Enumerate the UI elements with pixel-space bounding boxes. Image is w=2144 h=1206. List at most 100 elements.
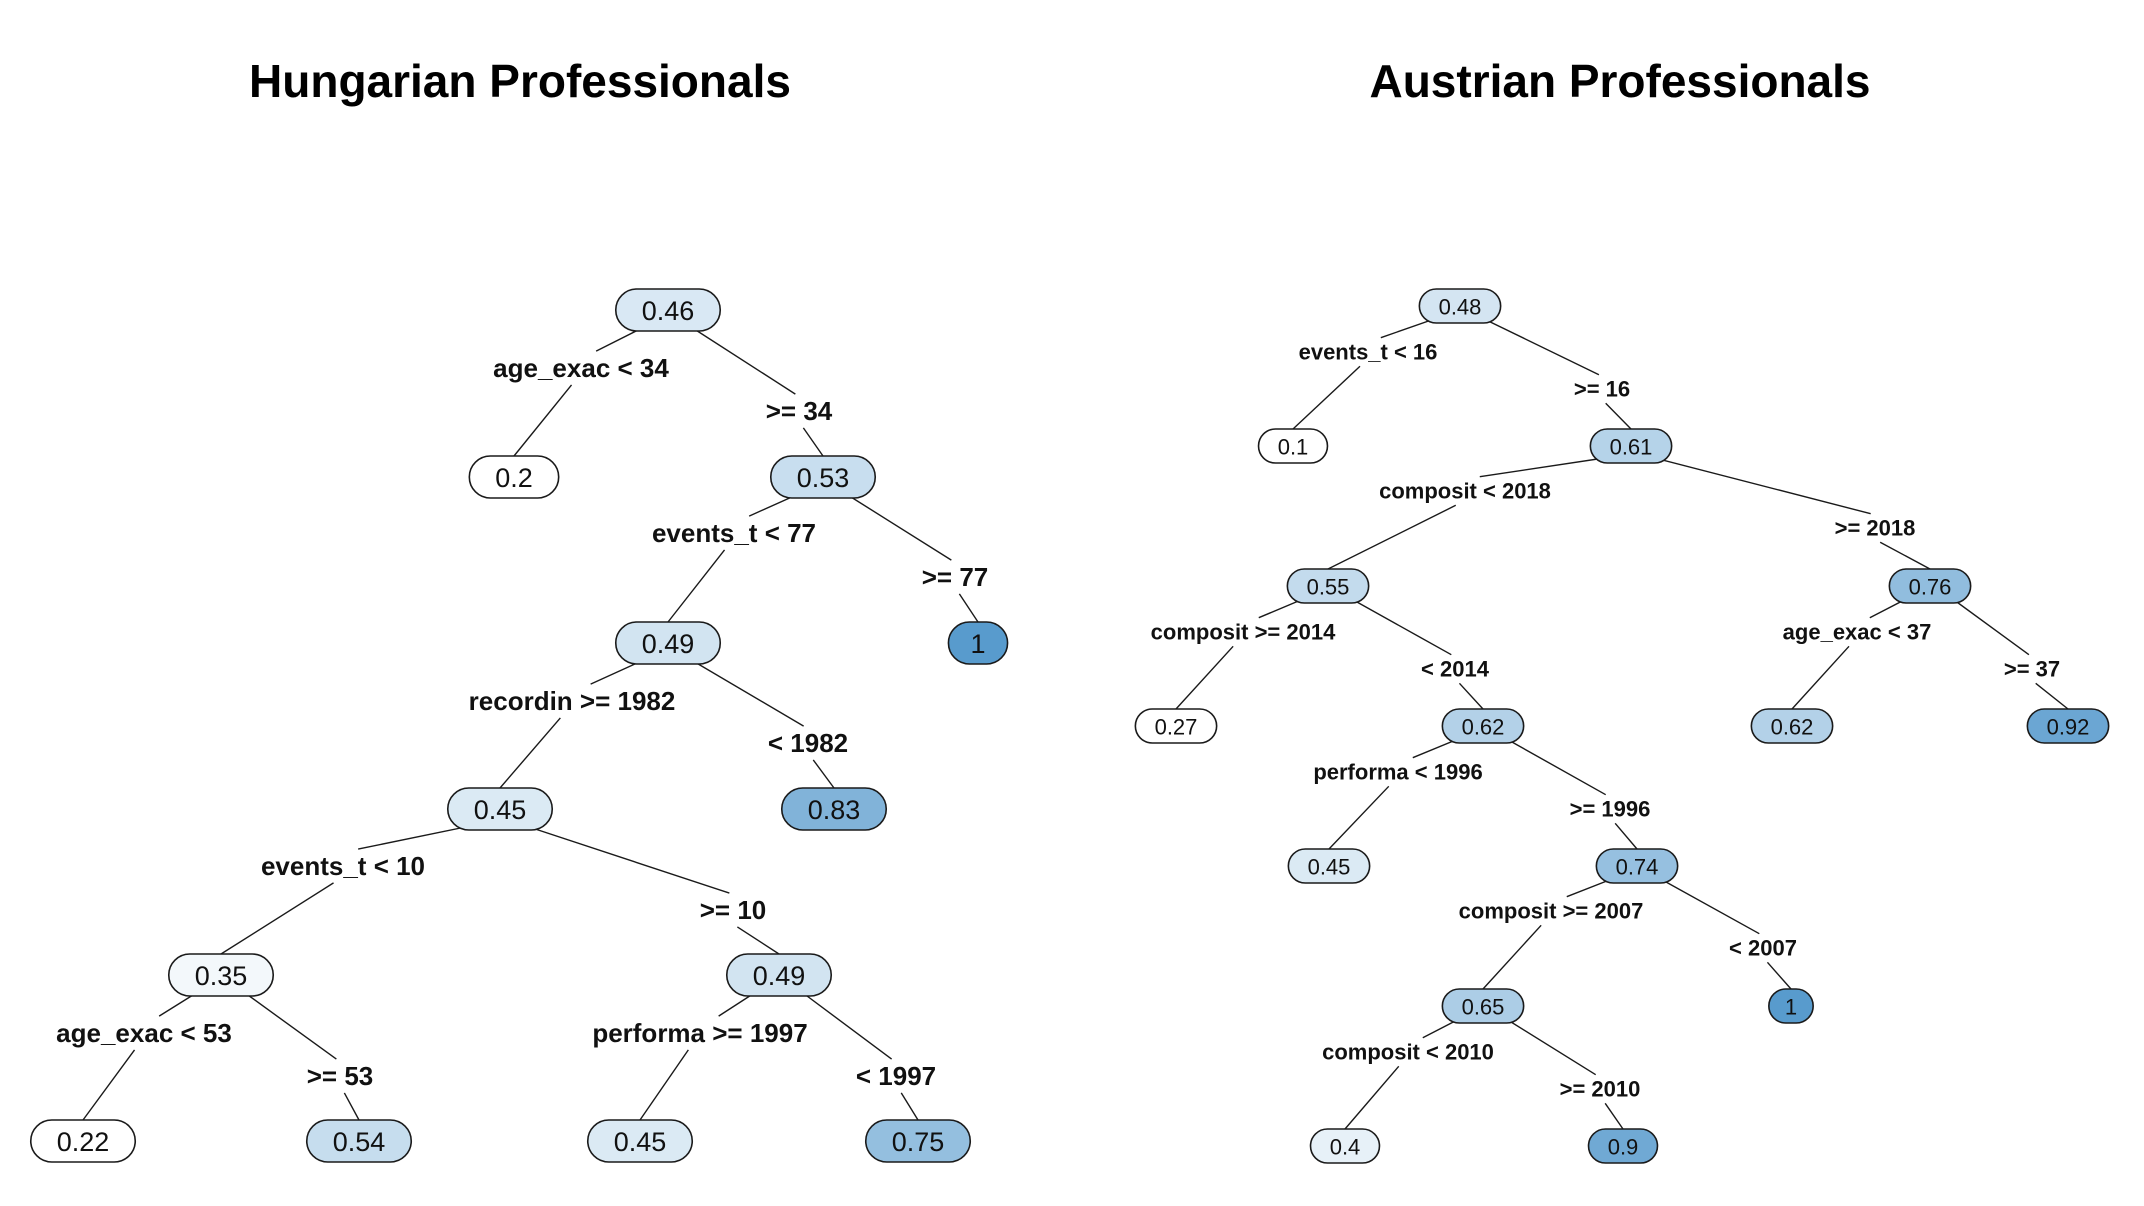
split-label: >= 34 [766, 396, 833, 426]
node-value: 0.2 [495, 463, 533, 493]
tree-node: 0.2 [468, 455, 560, 499]
tree-edge [513, 384, 573, 457]
tree-node: 0.27 [1134, 708, 1218, 744]
node-box [586, 1119, 694, 1163]
split-label: >= 77 [922, 562, 989, 592]
node-value: 0.27 [1155, 715, 1198, 740]
tree-node: 1 [947, 621, 1009, 665]
split-label: performa < 1996 [1313, 760, 1482, 785]
tree-edge [1614, 822, 1638, 850]
tree-node: 1 [1768, 988, 1814, 1024]
node-value: 0.75 [892, 1127, 945, 1157]
node-box [1589, 428, 1673, 464]
node-value: 0.45 [1308, 855, 1351, 880]
tree-edge [240, 989, 337, 1060]
tree-edge [1175, 645, 1234, 710]
node-box [1441, 708, 1525, 744]
tree-title: Austrian Professionals [1369, 55, 1870, 107]
split-label: age_exac < 37 [1783, 620, 1932, 645]
node-box [167, 953, 275, 997]
tree-node: 0.62 [1441, 708, 1525, 744]
node-box [1309, 1128, 1381, 1164]
tree-edge [1347, 596, 1452, 656]
tree-node: 0.74 [1595, 848, 1679, 884]
tree-title: Hungarian Professionals [249, 55, 791, 107]
node-value: 0.92 [2047, 715, 2090, 740]
tree-edge [82, 1049, 136, 1121]
node-value: 0.76 [1909, 575, 1952, 600]
split-label: composit < 2010 [1322, 1040, 1494, 1065]
node-box [725, 953, 833, 997]
tree-edge [343, 1092, 360, 1121]
node-value: 0.48 [1439, 295, 1482, 320]
tree-node: 0.49 [725, 953, 833, 997]
tree-edge [1327, 504, 1457, 570]
node-value: 0.49 [753, 961, 806, 991]
node-value: 0.65 [1462, 995, 1505, 1020]
split-label: >= 53 [307, 1061, 374, 1091]
tree-node: 0.45 [586, 1119, 694, 1163]
node-box [2026, 708, 2110, 744]
node-box [1888, 568, 1972, 604]
tree-node: 0.83 [780, 787, 888, 831]
node-box [1595, 848, 1679, 884]
split-label: events_t < 16 [1299, 340, 1438, 365]
split-label: composit >= 2007 [1459, 899, 1644, 924]
tree-edge [1479, 316, 1600, 376]
tree-edge [900, 1092, 919, 1121]
node-box [1768, 988, 1814, 1024]
tree-edge [1879, 541, 1931, 570]
tree-edge [499, 717, 561, 789]
node-value: 0.4 [1330, 1135, 1361, 1160]
split-label: performa >= 1997 [592, 1018, 807, 1048]
tree-edge [1656, 876, 1760, 935]
tree-node: 0.65 [1441, 988, 1525, 1024]
node-value: 0.9 [1608, 1135, 1639, 1160]
tree-node: 0.22 [29, 1119, 137, 1163]
tree-node: 0.54 [305, 1119, 413, 1163]
tree-edge [687, 324, 796, 395]
split-label: events_t < 77 [652, 518, 816, 548]
tree-edge [687, 657, 804, 727]
split-label: >= 2018 [1835, 516, 1916, 541]
tree-node: 0.53 [769, 455, 877, 499]
tree-node: 0.62 [1750, 708, 1834, 744]
node-value: 0.54 [333, 1127, 386, 1157]
node-box [864, 1119, 972, 1163]
node-value: 0.61 [1610, 435, 1653, 460]
tree-node: 0.9 [1587, 1128, 1659, 1164]
node-value: 0.55 [1307, 575, 1350, 600]
tree-edge [1328, 785, 1390, 850]
tree-edge [639, 1049, 689, 1121]
node-value: 0.49 [642, 629, 695, 659]
node-value: 0.53 [797, 463, 850, 493]
tree-edge [1502, 1016, 1597, 1076]
tree-node: 0.45 [1287, 848, 1371, 884]
split-label: < 1982 [768, 728, 848, 758]
node-value: 0.35 [195, 961, 248, 991]
node-box [947, 621, 1009, 665]
split-label: >= 37 [2004, 657, 2060, 682]
tree-edge [798, 989, 893, 1060]
tree-node: 0.45 [446, 787, 554, 831]
node-box [1134, 708, 1218, 744]
tree-edge [1605, 402, 1632, 430]
split-label: events_t < 10 [261, 851, 425, 881]
split-label: >= 1996 [1570, 797, 1651, 822]
node-box [1441, 988, 1525, 1024]
node-box [614, 621, 722, 665]
tree-node: 0.48 [1418, 288, 1502, 324]
split-label: >= 16 [1574, 377, 1630, 402]
tree-edge [1479, 456, 1612, 478]
node-box [468, 455, 560, 499]
split-label: >= 2010 [1560, 1077, 1641, 1102]
split-label: >= 10 [700, 895, 767, 925]
tree-edge [1344, 1065, 1400, 1130]
node-value: 0.22 [57, 1127, 110, 1157]
node-value: 0.46 [642, 296, 695, 326]
split-label: composit >= 2014 [1151, 620, 1336, 645]
